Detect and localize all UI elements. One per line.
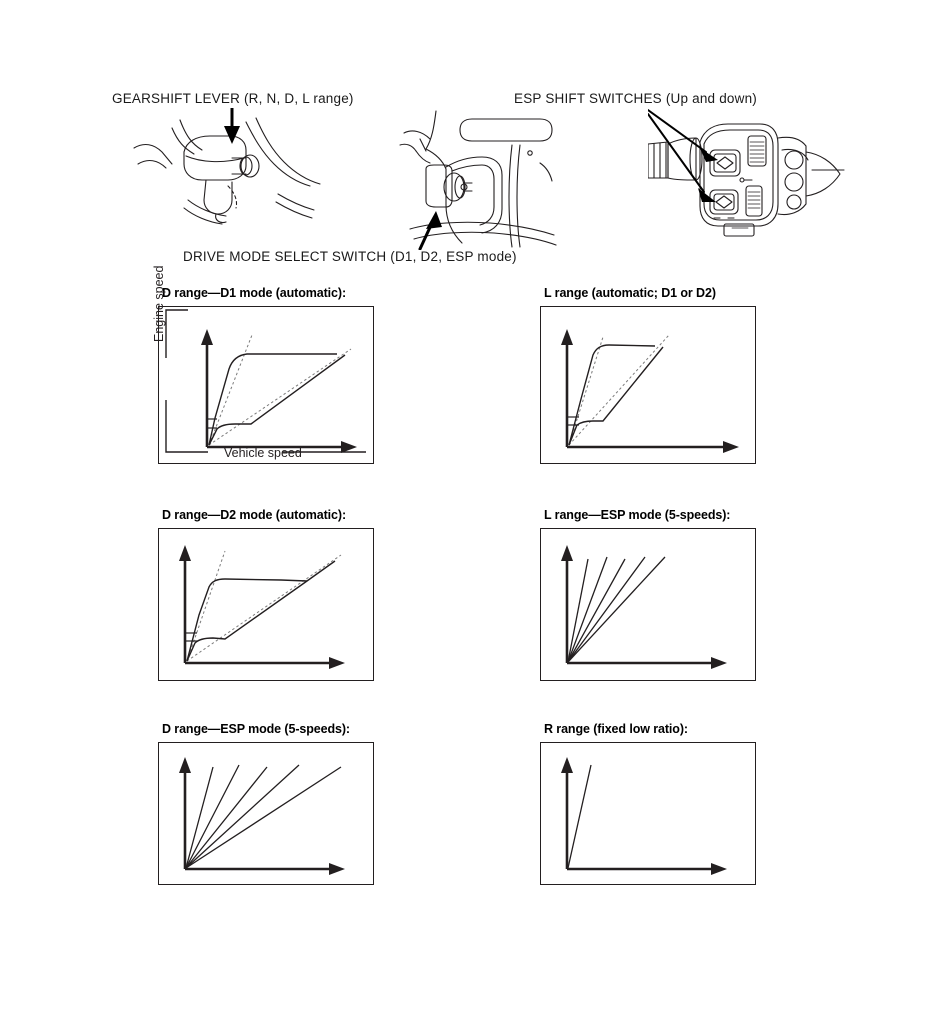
chart-svg-l — [561, 329, 739, 453]
chart-frame-d1 — [158, 306, 374, 464]
chart-title-l: L range (automatic; D1 or D2) — [544, 286, 716, 300]
chart-block-d1: D range—D1 mode (automatic): — [152, 266, 374, 464]
gearshift-lever-illustration — [128, 108, 328, 243]
chart-svg-d1 — [201, 329, 357, 453]
chart-block-desp: D range—ESP mode (5-speeds): — [158, 722, 374, 885]
chart-frame-l — [540, 306, 756, 464]
callout-label-gearshift-lever: GEARSHIFT LEVER (R, N, D, L range) — [112, 91, 354, 106]
chart-frame-r — [540, 742, 756, 885]
chart-title-lesp: L range—ESP mode (5-speeds): — [544, 508, 731, 522]
y-axis-label-engine-speed: Engine speed — [152, 265, 166, 342]
chart-svg-r — [561, 757, 727, 875]
x-axis-label-vehicle-speed: Vehicle speed — [224, 446, 302, 460]
esp-shift-switch-illustration — [648, 108, 848, 240]
chart-frame-lesp — [540, 528, 756, 681]
chart-title-r: R range (fixed low ratio): — [544, 722, 688, 736]
drive-mode-switch-illustration — [390, 105, 560, 250]
chart-title-d2: D range—D2 mode (automatic): — [162, 508, 347, 522]
chart-block-l: L range (automatic; D1 or D2) — [540, 286, 756, 464]
chart-svg-lesp — [561, 545, 727, 669]
chart-title-desp: D range—ESP mode (5-speeds): — [162, 722, 350, 736]
callout-label-esp-shift-switches: ESP SHIFT SWITCHES (Up and down) — [514, 91, 757, 106]
chart-svg-desp — [179, 757, 345, 875]
chart-block-r: R range (fixed low ratio): — [540, 722, 756, 885]
chart-frame-desp — [158, 742, 374, 885]
chart-block-lesp: L range—ESP mode (5-speeds): — [540, 508, 756, 681]
chart-frame-d2 — [158, 528, 374, 681]
chart-svg-d2 — [179, 545, 345, 669]
chart-block-d2: D range—D2 mode (automatic): — [158, 508, 374, 681]
chart-title-d1: D range—D1 mode (automatic): — [162, 286, 347, 300]
callout-label-drive-mode-select-switch: DRIVE MODE SELECT SWITCH (D1, D2, ESP mo… — [183, 249, 517, 264]
